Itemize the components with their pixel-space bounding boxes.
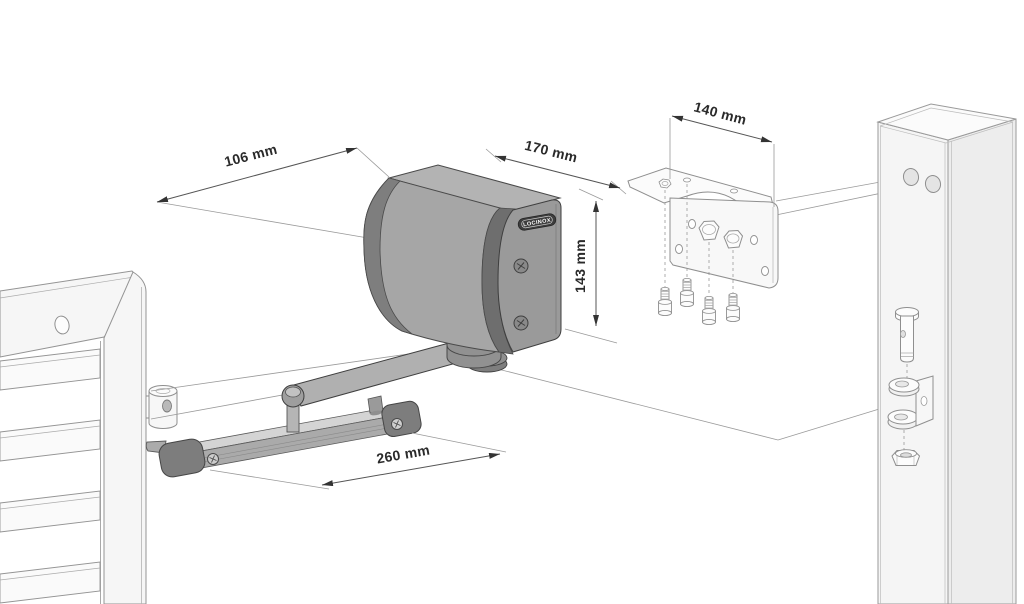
post-hole1 — [902, 168, 920, 186]
brand-badge: LOCINOX — [517, 213, 557, 231]
extension-line-106-left — [156, 201, 369, 239]
rail-screw-left — [207, 453, 219, 465]
pin-grooves — [901, 352, 914, 357]
collar-top-ring — [155, 388, 171, 394]
dimension-143-label: 143 mm — [572, 239, 588, 293]
pin-body — [900, 315, 914, 363]
post — [876, 103, 1017, 604]
gate-top-rail-edge — [0, 276, 135, 299]
projection-line-floor-to-post — [777, 405, 890, 441]
mounting-screws — [658, 277, 740, 326]
bracket-hex-bolt2 — [723, 229, 744, 249]
clevis-bottom-hole — [894, 413, 908, 421]
gate-slat-top-line — [0, 567, 101, 581]
projection-line-hub-to-floor — [477, 363, 779, 441]
rail-slot — [370, 410, 382, 416]
gate-drill-hole — [54, 315, 70, 335]
gate — [0, 270, 178, 604]
slide-rail — [145, 395, 422, 478]
panel-screw-top — [513, 258, 529, 274]
clevis-bracket — [887, 375, 934, 430]
rail-groove — [186, 420, 405, 466]
post-hole2 — [924, 175, 942, 193]
post-left-face — [877, 121, 949, 604]
mounting-bracket — [627, 167, 779, 326]
dimension-106: 106 mm — [156, 141, 358, 203]
gate-slats — [0, 348, 101, 604]
closer-arm — [281, 338, 479, 433]
rail-right-endcap — [381, 400, 422, 438]
panel-screw-bottom — [513, 315, 529, 331]
socket-screw — [658, 286, 672, 317]
hex-nut — [891, 449, 921, 466]
bracket-hex-bolt1 — [698, 220, 720, 241]
gate-slat-top-line — [0, 496, 101, 510]
bracket-face-plate — [669, 197, 779, 289]
clevis-top-hole — [895, 380, 909, 388]
rail-stop-tab — [367, 395, 384, 414]
gate-slat-top-line — [0, 425, 101, 439]
dimension-143: 143 mm — [564, 188, 618, 344]
nut-hole — [900, 452, 912, 458]
gate-hinge-collar — [146, 385, 178, 429]
bracket-face-holes — [675, 219, 769, 276]
brand-badge-text: LOCINOX — [523, 218, 552, 229]
closer-body: LOCINOX — [363, 164, 562, 373]
pin-head-top — [895, 307, 919, 317]
body-front-panel — [497, 199, 562, 353]
body-back-edge-band — [363, 177, 413, 335]
bracket-plate-hole2 — [730, 188, 738, 194]
extension-line-106-right — [356, 147, 390, 178]
socket-screw — [702, 295, 716, 326]
arm-elbow-cap — [285, 386, 301, 398]
clevis-web-hole — [920, 396, 928, 406]
socket-screw — [680, 277, 694, 308]
bracket-plate-hole1 — [683, 177, 691, 183]
gate-slat — [0, 419, 101, 462]
rail-screw-right — [391, 418, 403, 430]
rail-left-endcap — [158, 438, 206, 478]
gate-slat — [0, 490, 101, 533]
bracket-plate-bolt — [658, 178, 672, 189]
gate-slat-top-line — [0, 354, 101, 368]
post-right-face — [947, 118, 1017, 604]
gate-right-stile — [103, 271, 147, 604]
post-top-face — [876, 103, 1017, 141]
dimension-106-label: 106 mm — [223, 141, 279, 170]
dimension-170-label: 170 mm — [523, 137, 579, 166]
dimension-260-label: 260 mm — [375, 442, 431, 467]
gate-slat — [0, 561, 101, 604]
post-chamfer-lines — [879, 107, 1014, 604]
socket-screw — [726, 292, 740, 323]
pin-hole — [900, 330, 906, 338]
hinge-pin — [895, 307, 919, 363]
collar-hole — [162, 399, 172, 413]
gate-slat — [0, 348, 101, 391]
